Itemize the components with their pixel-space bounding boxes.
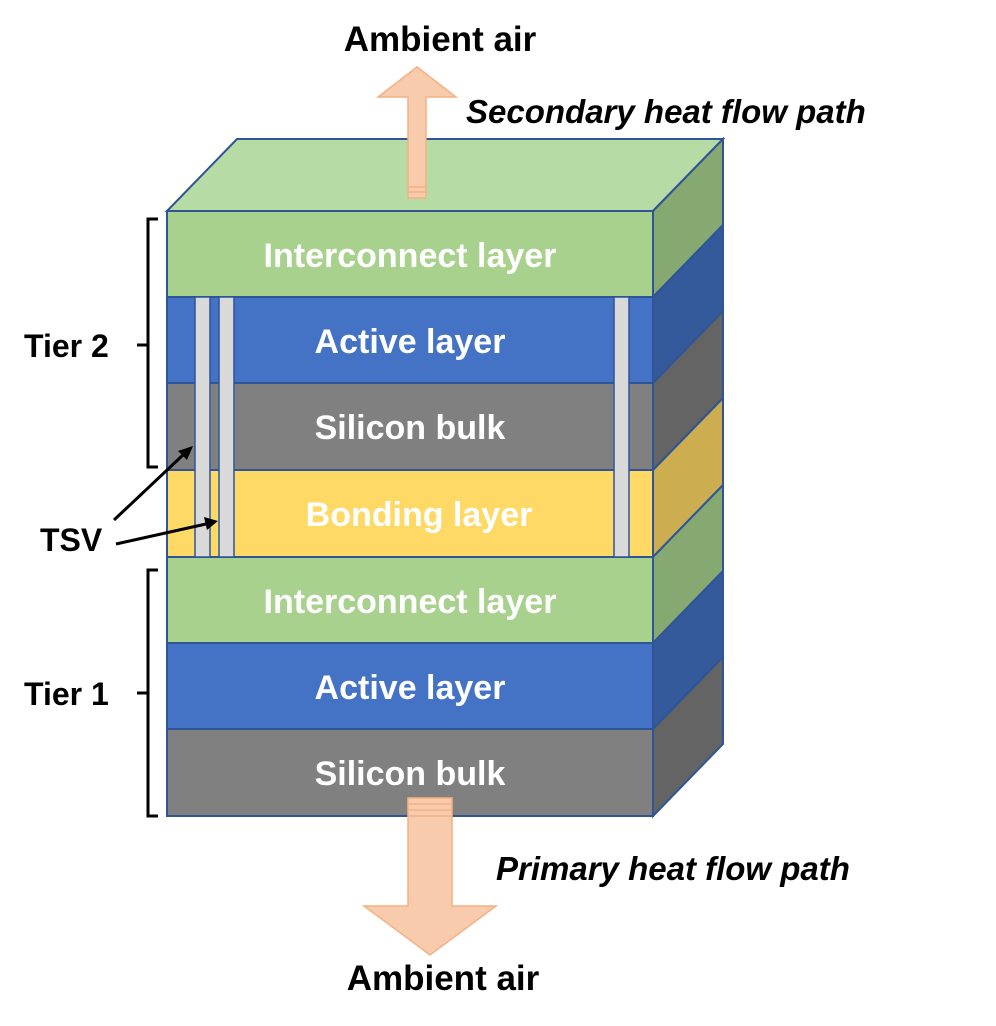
- tsv-pointer-1-head: [178, 446, 193, 460]
- tsv-label: TSV: [40, 522, 103, 558]
- layer-label-interconnect-tier2: Interconnect layer: [264, 237, 557, 275]
- secondary-heat-arrow: [375, 66, 459, 199]
- primary-heat-arrow: [361, 797, 499, 956]
- layer-front-5: [166, 642, 654, 730]
- tsv-pillar-1: [194, 296, 211, 558]
- layer-side-6: [652, 654, 724, 819]
- primary-heat-path-label: Primary heat flow path: [496, 850, 850, 887]
- tsv-pointer-2: [115, 522, 207, 546]
- layer-label-active-tier2: Active layer: [315, 323, 506, 361]
- ambient-air-bottom-label: Ambient air: [347, 959, 540, 998]
- layer-label-silicon-tier1: Silicon bulk: [315, 755, 506, 793]
- tier1-bracket: [137, 568, 158, 818]
- tier1-label: Tier 1: [24, 676, 109, 712]
- ambient-air-top-label: Ambient air: [344, 20, 537, 59]
- tier2-label: Tier 2: [24, 328, 109, 364]
- layer-front-4: [166, 556, 654, 644]
- layer-front-1: [166, 296, 654, 384]
- layer-label-bonding: Bonding layer: [306, 496, 533, 534]
- tsv-pointer-1: [112, 453, 185, 522]
- tsv-pointer-2-head: [204, 517, 218, 530]
- layer-front-3: [166, 469, 654, 558]
- tsv-pillar-3: [613, 296, 630, 558]
- layer-label-silicon-tier2: Silicon bulk: [315, 409, 506, 447]
- layer-front-0: [166, 210, 654, 298]
- stack-top-face: [164, 138, 726, 212]
- layer-label-active-tier1: Active layer: [315, 669, 506, 707]
- layer-front-2: [166, 382, 654, 471]
- layer-label-interconnect-tier1: Interconnect layer: [264, 583, 557, 621]
- tier2-bracket: [137, 217, 158, 469]
- secondary-heat-path-label: Secondary heat flow path: [466, 93, 866, 130]
- tsv-pillar-2: [218, 296, 235, 558]
